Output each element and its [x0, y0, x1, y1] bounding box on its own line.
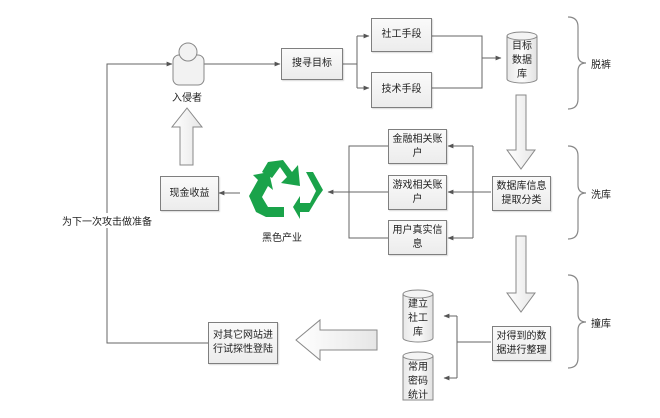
black-industry-label: 黑色产业 [262, 233, 302, 244]
classify-box[interactable]: 数据库信息 提取分类 [492, 176, 551, 211]
flow-arrows [170, 94, 536, 362]
search-target-box[interactable]: 搜寻目标 [281, 48, 343, 80]
left-arrow [295, 318, 378, 362]
phase-label-stuff: 撞库 [591, 319, 611, 330]
loop-back-line [106, 61, 208, 344]
brace-2 [567, 145, 587, 240]
accounts-merge-line [328, 145, 388, 239]
organize-split-line [456, 316, 491, 378]
actor-label: 入侵者 [172, 93, 202, 104]
down-arrow-2 [506, 235, 536, 313]
search-split-line [343, 36, 358, 88]
game-accounts-box[interactable]: 游戏相关账 户 [388, 175, 447, 210]
organize-box[interactable]: 对得到的数 据进行整理 [492, 326, 551, 361]
social-db-label: 建立 社工 库 [408, 299, 428, 338]
prepare-next-label: 为下一次攻击做准备 [62, 213, 152, 228]
social-db-cylinder [402, 289, 434, 343]
recycle-icon [249, 160, 323, 219]
technical-means-box[interactable]: 技术手段 [371, 72, 432, 108]
target-db-label: 目标 数据 库 [512, 41, 532, 80]
user-icon [172, 42, 205, 86]
social-engineering-box[interactable]: 社工手段 [371, 18, 432, 52]
down-arrow-1 [506, 94, 536, 170]
real-info-box[interactable]: 用户真实信 息 [388, 220, 447, 255]
try-login-box[interactable]: 对其它网站进 行试探性登陆 [208, 322, 278, 364]
brace-1 [567, 16, 587, 110]
phase-label-dump: 脱裤 [591, 60, 611, 71]
phase-braces [567, 16, 587, 369]
target-db-cylinder [506, 31, 538, 84]
cash-income-label: 现金收益 [169, 187, 210, 199]
cylinders [402, 31, 538, 401]
connectors [106, 33, 501, 381]
brace-3 [567, 274, 587, 369]
search-target-label: 搜寻目标 [292, 58, 332, 69]
technical-means-label: 技术手段 [381, 84, 422, 95]
password-stats-label: 常用 密码 统计 [408, 362, 428, 401]
password-stats-cylinder [402, 351, 434, 401]
up-arrow [170, 107, 204, 166]
social-engineering-label: 社工手段 [381, 29, 422, 40]
financial-accounts-box[interactable]: 金融相关账 户 [388, 129, 447, 164]
classify-split-line [472, 146, 491, 238]
cash-income-box[interactable]: 现金收益 [160, 176, 219, 211]
merge-to-db-line [432, 35, 501, 89]
phase-label-wash: 洗库 [591, 190, 611, 201]
